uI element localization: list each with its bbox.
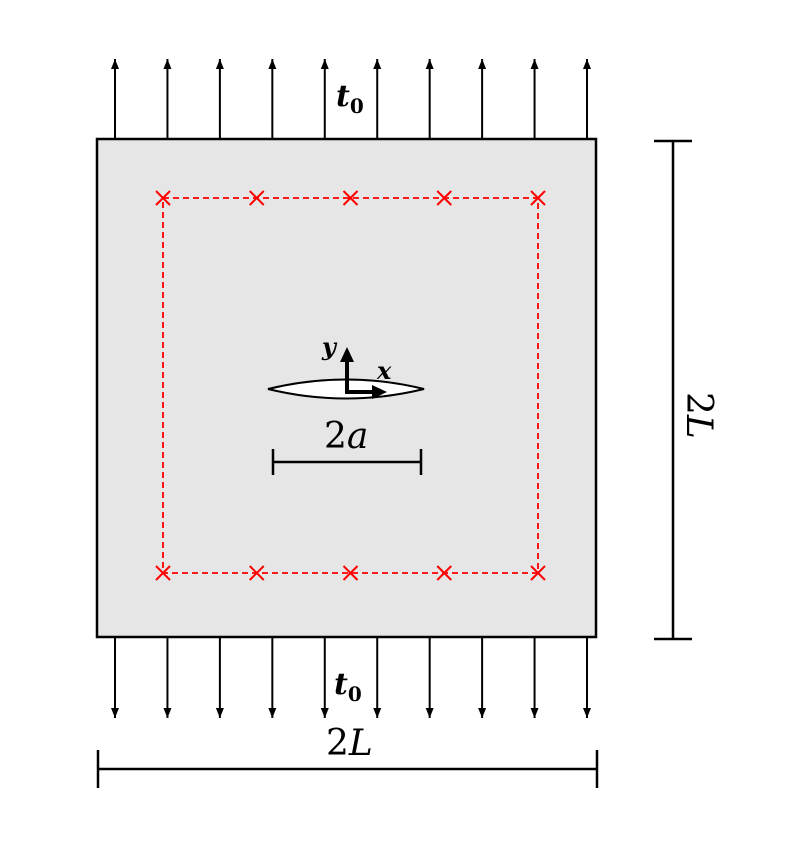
contour-path xyxy=(162,197,539,574)
arrow-icon xyxy=(583,59,591,69)
traction-top-label: t0 xyxy=(336,79,364,118)
arrow-icon xyxy=(425,59,434,69)
arrow-icon xyxy=(478,708,487,718)
arrow-icon xyxy=(268,59,277,69)
axis-y-arrow-icon xyxy=(340,347,354,362)
arrow-icon xyxy=(111,708,119,718)
arrow-icon xyxy=(373,708,382,718)
arrow-icon xyxy=(215,708,224,718)
coordinate-axes: y x xyxy=(321,332,392,399)
crack-length-coef: 2 xyxy=(324,416,347,457)
plate-height-dimension xyxy=(654,139,692,641)
arrow-icon xyxy=(320,59,329,69)
arrow-icon xyxy=(478,59,487,69)
traction-top-sub: 0 xyxy=(350,94,364,118)
arrow-icon xyxy=(111,59,119,69)
cross-marker-icon xyxy=(342,190,359,206)
top-traction-arrows xyxy=(111,59,591,139)
cross-marker-icon xyxy=(530,190,546,206)
traction-top-base: t xyxy=(336,79,350,114)
arrow-icon xyxy=(530,59,539,69)
cross-marker-icon xyxy=(249,190,265,206)
arrow-icon xyxy=(530,708,539,718)
contour-markers-bottom xyxy=(155,565,546,581)
crack-length-label: 2a xyxy=(324,416,368,457)
arrow-icon xyxy=(583,708,591,718)
arrow-icon xyxy=(425,708,434,718)
arrow-icon xyxy=(320,708,329,718)
plate-width-coef: 2 xyxy=(326,723,349,764)
cross-marker-icon xyxy=(155,190,171,206)
traction-bottom-label: t0 xyxy=(334,667,362,706)
axis-x-arrow-icon xyxy=(372,385,387,399)
plate-height-coef: 2 xyxy=(678,392,719,415)
cross-marker-icon xyxy=(155,565,171,581)
plate-width-label: 2L xyxy=(326,723,373,764)
axis-x-label: x xyxy=(376,356,392,385)
traction-bottom-base: t xyxy=(334,667,348,702)
arrow-icon xyxy=(163,708,172,718)
cross-marker-icon xyxy=(436,565,452,581)
crack-length-var: a xyxy=(347,416,368,457)
contour-markers-top xyxy=(155,190,546,206)
plate-height-label: 2L xyxy=(678,392,719,439)
cross-marker-icon xyxy=(342,565,359,581)
arrow-icon xyxy=(215,59,224,69)
bottom-traction-arrows xyxy=(111,637,591,718)
axis-y-label: y xyxy=(321,332,338,361)
cross-marker-icon xyxy=(436,190,452,206)
arrow-icon xyxy=(373,59,382,69)
traction-bottom-sub: 0 xyxy=(348,682,362,706)
cross-marker-icon xyxy=(249,565,265,581)
cross-marker-icon xyxy=(530,565,546,581)
arrow-icon xyxy=(163,59,172,69)
plate-height-var: L xyxy=(678,414,719,439)
arrow-icon xyxy=(268,708,277,718)
plate-width-var: L xyxy=(348,723,373,764)
plate-width-dimension xyxy=(96,750,599,788)
crack-length-dimension xyxy=(271,449,423,475)
